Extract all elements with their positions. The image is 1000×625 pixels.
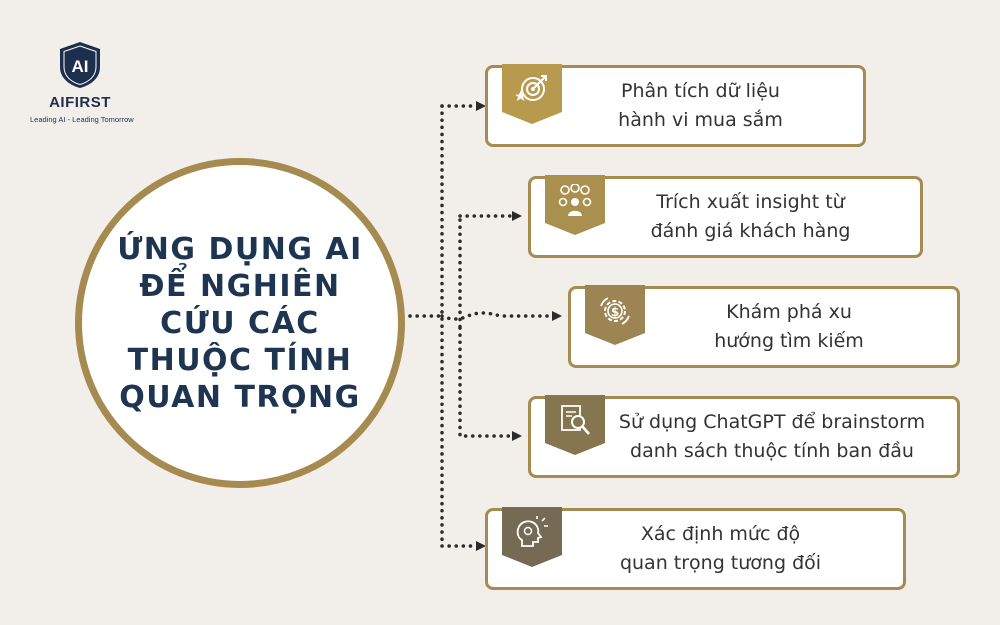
center-topic-circle: ỨNG DỤNG AI ĐỂ NGHIÊN CỨU CÁC THUỘC TÍNH… [75,158,405,488]
item-badge-2 [545,175,605,235]
item-text-2: Trích xuất insight từ đánh giá khách hàn… [591,188,861,246]
item-badge-1 [502,64,562,124]
item-text-1: Phân tích dữ liệu hành vi mua sắm [558,77,793,135]
target-icon [515,75,547,101]
svg-text:$: $ [611,305,619,319]
item-1-line-1: Phân tích dữ liệu [621,80,780,102]
customer-feedback-icon [558,184,592,216]
item-card-3: $ Khám phá xu hướng tìm kiếm [568,285,960,368]
item-3-line-1: Khám phá xu [726,301,852,323]
gear-dollar-icon: $ [600,297,630,325]
item-badge-4 [545,395,605,455]
brand-logo: AI AIFIRST Leading AI - Leading Tomorrow [30,40,134,124]
item-text-4: Sử dụng ChatGPT để brainstorm danh sách … [553,408,935,466]
item-card-2: Trích xuất insight từ đánh giá khách hàn… [528,175,923,258]
connector-3 [440,311,554,321]
head-idea-icon [516,516,548,547]
item-text-5: Xác định mức độ quan trọng tương đối [560,520,831,578]
item-badge-5 [502,507,562,567]
item-card-4: Sử dụng ChatGPT để brainstorm danh sách … [528,395,960,478]
arrowhead-5 [476,541,486,551]
item-2-line-2: đánh giá khách hàng [650,220,851,242]
logo-mark: AI [72,57,89,76]
center-title: ỨNG DỤNG AI ĐỂ NGHIÊN CỨU CÁC THUỘC TÍNH… [117,231,363,415]
brand-name: AIFIRST [49,94,111,111]
arrowhead-2 [512,211,522,221]
document-search-icon [561,405,590,435]
item-1-line-2: hành vi mua sắm [618,109,783,131]
item-badge-3: $ [585,285,645,345]
arrowhead-3 [552,311,562,321]
item-2-line-1: Trích xuất insight từ [656,191,845,213]
item-card-1: Phân tích dữ liệu hành vi mua sắm [485,64,866,147]
item-card-5: Xác định mức độ quan trọng tương đối [485,507,906,590]
arrowhead-4 [512,431,522,441]
item-4-line-1: Sử dụng ChatGPT để brainstorm [618,411,926,433]
item-5-line-1: Xác định mức độ [640,523,801,545]
connector-4 [458,326,514,438]
item-3-line-2: hướng tìm kiếm [714,330,864,352]
item-text-3: Khám phá xu hướng tìm kiếm [654,298,874,356]
arrowhead-1 [476,101,486,111]
item-5-line-2: quan trọng tương đối [619,552,822,574]
shield-icon: AI [60,42,100,88]
item-4-line-2: danh sách thuộc tính ban đầu [630,440,914,462]
brand-tagline: Leading AI - Leading Tomorrow [30,115,134,124]
